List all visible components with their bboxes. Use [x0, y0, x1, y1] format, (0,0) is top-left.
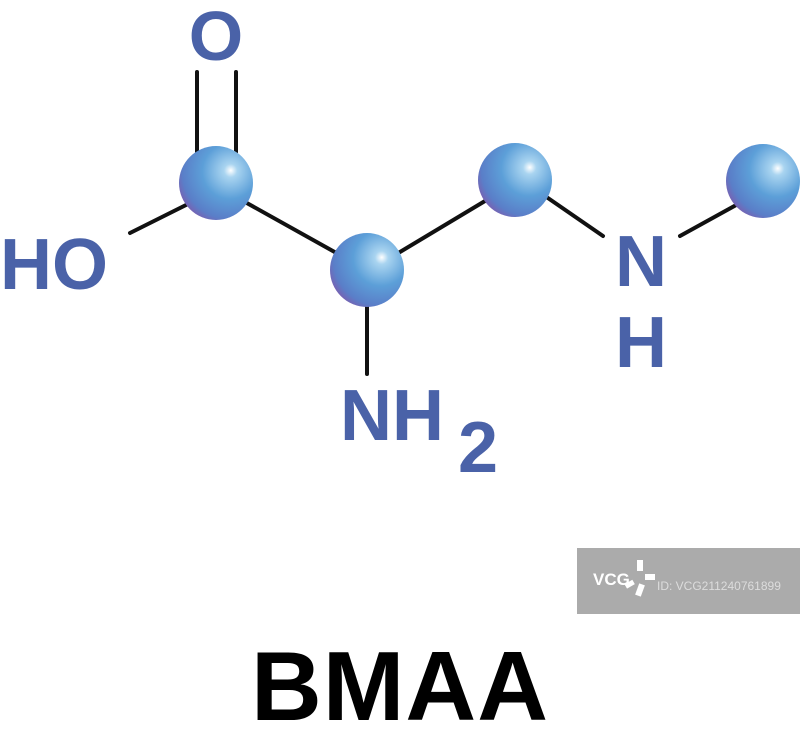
watermark-logo: VCG: [593, 570, 630, 589]
bonds: [128, 70, 740, 376]
molecule-diagram: O HO N H NH 2: [0, 0, 800, 488]
bond-n-c4: [678, 202, 740, 238]
molecule-title: BMAA: [251, 631, 549, 741]
watermark-burst-icon: [625, 560, 655, 597]
bond-c2-c3: [393, 196, 492, 257]
amino-subscript: 2: [458, 408, 498, 488]
carbon-sphere: [478, 143, 552, 217]
hydroxyl-label: HO: [0, 225, 108, 305]
oxygen-label: O: [189, 0, 243, 75]
bond-c1-c2: [243, 200, 342, 257]
amine-h-label: H: [615, 303, 667, 383]
carbon-sphere: [726, 144, 800, 218]
carbon-sphere: [330, 233, 404, 307]
amino-label: NH: [340, 376, 444, 456]
bond-c3-n: [543, 194, 605, 238]
bond-oh: [128, 202, 190, 235]
carbon-spheres: [179, 143, 800, 307]
amine-n-label: N: [615, 222, 667, 302]
carbon-sphere: [179, 146, 253, 220]
watermark: VCG ID: VCG211240761899: [577, 548, 800, 614]
watermark-id: ID: VCG211240761899: [657, 579, 781, 593]
